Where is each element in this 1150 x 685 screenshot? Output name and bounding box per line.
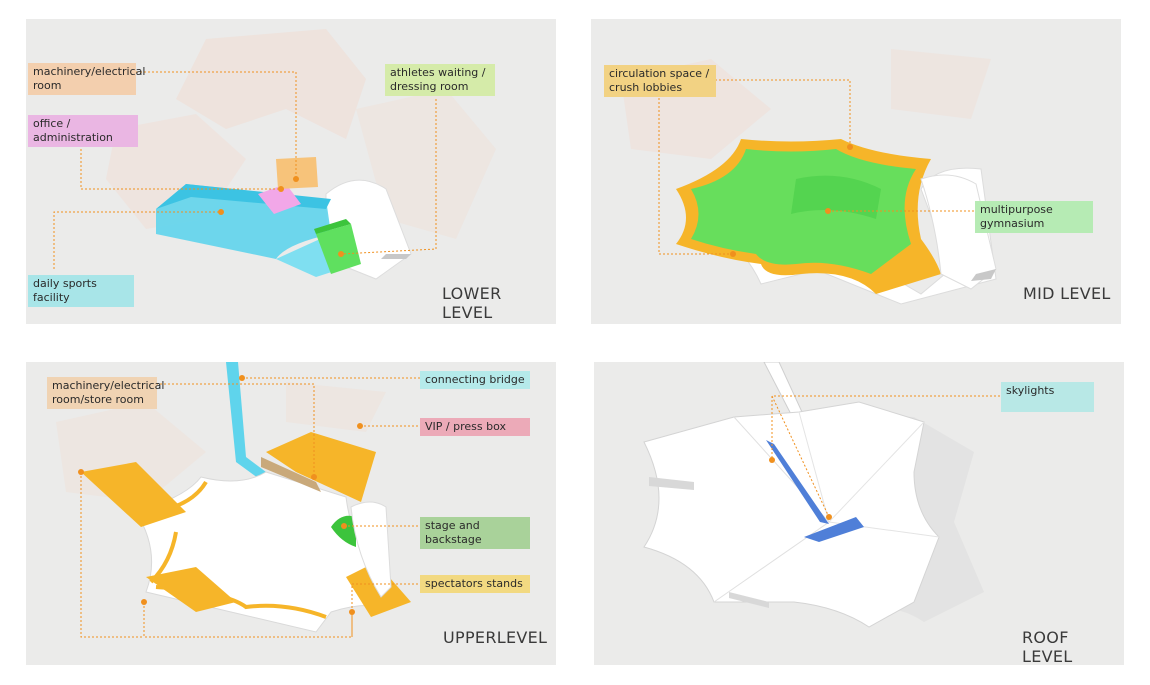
label-machinery-electrical-room: machinery/electrical room — [28, 63, 145, 95]
panel-roof-level: skylights ROOF LEVEL — [594, 362, 1124, 665]
mid-level-diagram — [621, 49, 997, 305]
label-spectators-stands: spectators stands — [420, 575, 530, 593]
level-title-mid: MID LEVEL — [1023, 284, 1111, 303]
label-vip-press-box: VIP / press box — [420, 418, 530, 436]
label-office-administration: office / administration — [28, 115, 138, 147]
level-title-upper: UPPERLEVEL — [443, 628, 548, 647]
panel-lower-level: machinery/electrical room office / admin… — [26, 19, 556, 324]
panel-mid-level: circulation space / crush lobbies multip… — [591, 19, 1121, 324]
lower-level-diagram — [53, 29, 496, 280]
label-skylights: skylights — [1001, 382, 1094, 412]
label-athletes-waiting: athletes waiting / dressing room — [385, 64, 495, 96]
roof-level-diagram — [643, 362, 1004, 628]
label-multipurpose-gymnasium: multipurpose gymnasium — [975, 201, 1093, 233]
level-title-roof: ROOF LEVEL — [1022, 628, 1073, 665]
label-machinery-store-room: machinery/electrical room/store room — [47, 377, 164, 409]
upper-level-diagram — [56, 362, 422, 638]
label-daily-sports-facility: daily sports facility — [28, 275, 134, 307]
panel-upper-level: machinery/electrical room/store room con… — [26, 362, 556, 665]
level-title-lower: LOWER LEVEL — [442, 284, 502, 322]
label-connecting-bridge: connecting bridge — [420, 371, 530, 389]
label-stage-backstage: stage and backstage — [420, 517, 530, 549]
label-circulation-space: circulation space / crush lobbies — [604, 65, 716, 97]
